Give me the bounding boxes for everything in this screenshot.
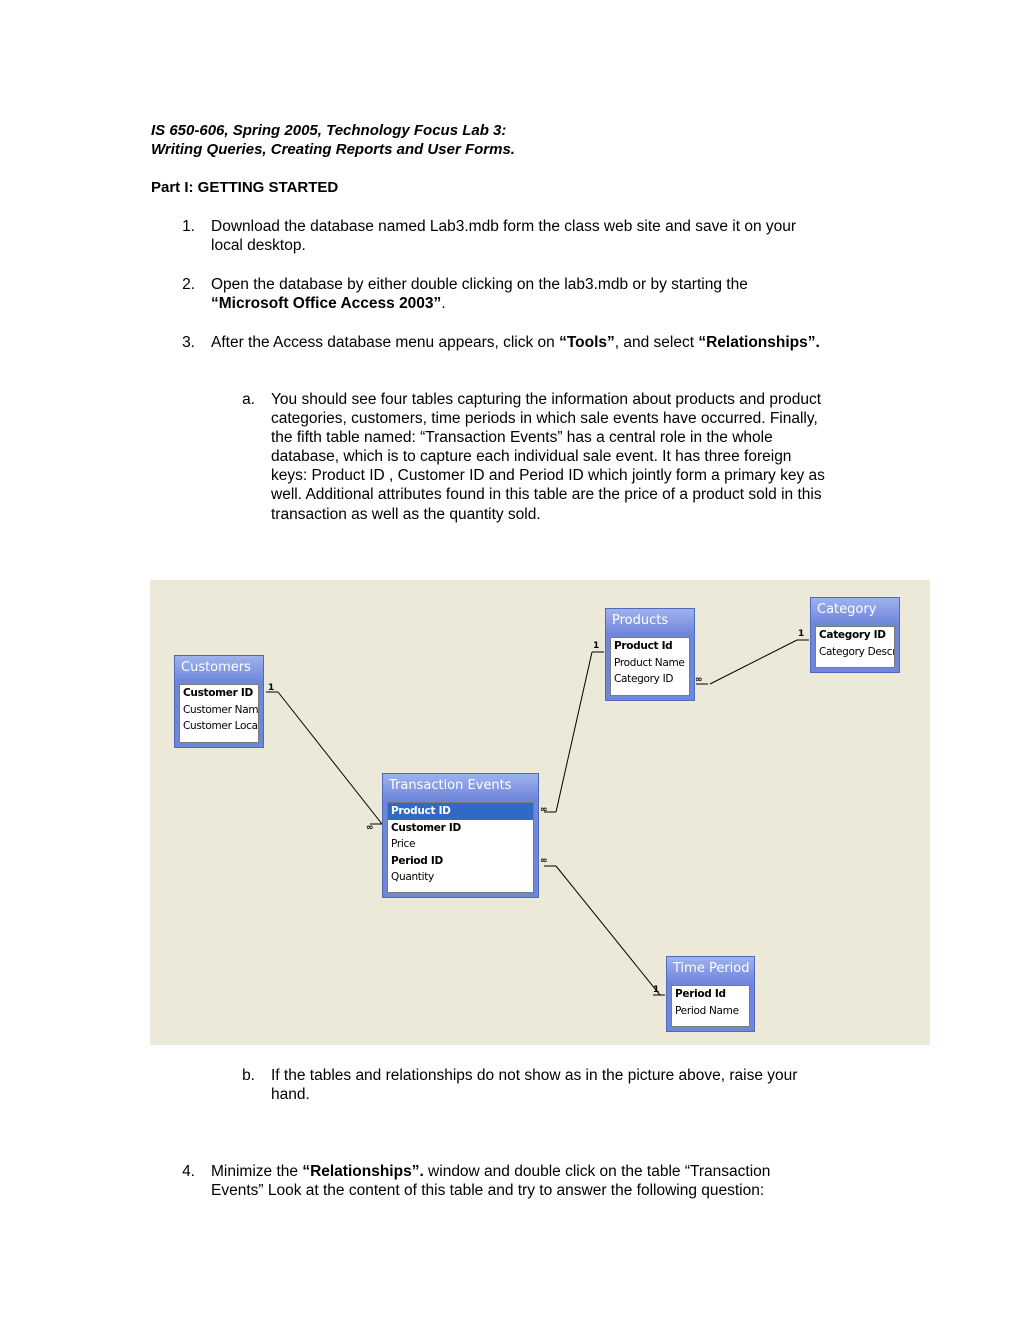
table-title[interactable]: Category bbox=[811, 598, 899, 622]
sub-a-line: database, which is to capture each indiv… bbox=[271, 448, 792, 465]
field-period-id[interactable]: Period Id bbox=[675, 988, 726, 1000]
field-product-id[interactable]: Product Id bbox=[614, 640, 673, 652]
table-title[interactable]: Time Period bbox=[667, 957, 754, 981]
cardinality-many: ∞ bbox=[540, 856, 548, 866]
rel-line-customers-transactions bbox=[277, 691, 383, 825]
tools-menu-ref: “Tools” bbox=[559, 334, 615, 351]
field-list[interactable]: Customer ID Customer Name Customer Locat… bbox=[179, 684, 259, 743]
field-customer-id[interactable]: Customer ID bbox=[391, 821, 461, 834]
cardinality-one: 1 bbox=[653, 985, 659, 995]
rel-line-category-products bbox=[709, 639, 798, 685]
step-4-line2: Events” Look at the content of this tabl… bbox=[211, 1182, 765, 1199]
field-product-name[interactable]: Product Name bbox=[614, 656, 685, 669]
part-heading: Part I: GETTING STARTED bbox=[151, 179, 339, 196]
relationships-ref: “Relationships”. bbox=[698, 334, 820, 351]
table-category[interactable]: Category Category ID Category Descrip bbox=[810, 597, 900, 673]
sub-a-line: You should see four tables capturing the… bbox=[271, 391, 822, 408]
step-2-line1: Open the database by either double click… bbox=[211, 276, 748, 293]
step-4-rest: window and double click on the table “Tr… bbox=[423, 1163, 771, 1180]
step-3-mid: , and select bbox=[614, 334, 699, 351]
field-customer-name[interactable]: Customer Name bbox=[183, 703, 258, 716]
cardinality-one: 1 bbox=[268, 683, 274, 693]
sub-a-letter: a. bbox=[242, 391, 255, 408]
field-category-description[interactable]: Category Descrip bbox=[819, 645, 894, 658]
field-customer-id[interactable]: Customer ID bbox=[183, 687, 253, 699]
field-customer-location[interactable]: Customer Locatio bbox=[183, 720, 258, 733]
table-products[interactable]: Products Product Id Product Name Categor… bbox=[605, 608, 695, 701]
field-list[interactable]: Product Id Product Name Category ID bbox=[610, 637, 690, 696]
field-category-id[interactable]: Category ID bbox=[614, 673, 674, 686]
step-4-number: 4. bbox=[182, 1163, 195, 1180]
doc-title-line2: Writing Queries, Creating Reports and Us… bbox=[151, 141, 515, 158]
sub-a-line: well. Additional attributes found in thi… bbox=[271, 486, 822, 503]
cardinality-many: ∞ bbox=[366, 823, 374, 833]
relationships-diagram: 1 ∞ 1 ∞ 1 ∞ ∞ 1 Customers Customer ID Cu… bbox=[150, 580, 930, 1045]
field-product-id[interactable]: Product ID bbox=[388, 803, 533, 820]
rel-line-products-transactions bbox=[555, 651, 593, 813]
doc-title-line1: IS 650-606, Spring 2005, Technology Focu… bbox=[151, 122, 507, 139]
cardinality-many: ∞ bbox=[540, 805, 548, 815]
sub-b-letter: b. bbox=[242, 1067, 255, 1084]
field-period-id[interactable]: Period ID bbox=[391, 854, 443, 867]
cardinality-many: ∞ bbox=[695, 675, 703, 685]
step-4-pre: Minimize the bbox=[211, 1163, 303, 1180]
table-transaction-events[interactable]: Transaction Events Product ID Customer I… bbox=[382, 773, 539, 898]
rel-line-transactions-timeperiod bbox=[555, 865, 661, 996]
table-title[interactable]: Customers bbox=[175, 656, 263, 680]
field-list[interactable]: Category ID Category Descrip bbox=[815, 626, 895, 668]
sub-b-line1: If the tables and relationships do not s… bbox=[271, 1067, 798, 1084]
step-2-number: 2. bbox=[182, 276, 195, 293]
relationship-lines: 1 ∞ 1 ∞ 1 ∞ ∞ 1 bbox=[266, 629, 809, 996]
sub-a-line: categories, customers, time periods in w… bbox=[271, 410, 818, 427]
sub-a-line: keys: Product ID , Customer ID and Perio… bbox=[271, 467, 825, 484]
relationships-window-ref: “Relationships”. bbox=[302, 1163, 424, 1180]
step-1-line1: Download the database named Lab3.mdb for… bbox=[211, 218, 797, 235]
step-1-line2: local desktop. bbox=[211, 237, 306, 254]
step-1-number: 1. bbox=[182, 218, 195, 235]
step-4-line1: Minimize the “Relationships”. window and… bbox=[211, 1162, 770, 1182]
sub-a-line: the fifth table named: “Transaction Even… bbox=[271, 429, 773, 446]
cardinality-one: 1 bbox=[593, 641, 599, 651]
table-time-period[interactable]: Time Period Period Id Period Name bbox=[666, 956, 755, 1032]
field-price[interactable]: Price bbox=[391, 838, 416, 851]
cardinality-one: 1 bbox=[798, 629, 804, 639]
field-period-name[interactable]: Period Name bbox=[675, 1004, 739, 1017]
field-list[interactable]: Period Id Period Name bbox=[671, 985, 750, 1027]
access-app-name: “Microsoft Office Access 2003” bbox=[211, 295, 442, 312]
step-2-tail: . bbox=[441, 295, 446, 312]
step-3-pre: After the Access database menu appears, … bbox=[211, 334, 560, 351]
step-2-line2: “Microsoft Office Access 2003”. bbox=[211, 294, 446, 314]
sub-a-line: transaction as well as the quantity sold… bbox=[271, 506, 541, 523]
step-3-number: 3. bbox=[182, 334, 195, 351]
field-list[interactable]: Product ID Customer ID Price Period ID Q… bbox=[387, 802, 534, 893]
table-title[interactable]: Transaction Events bbox=[383, 774, 538, 798]
field-quantity[interactable]: Quantity bbox=[391, 871, 434, 884]
table-title[interactable]: Products bbox=[606, 609, 694, 633]
field-category-id[interactable]: Category ID bbox=[819, 629, 886, 641]
table-customers[interactable]: Customers Customer ID Customer Name Cust… bbox=[174, 655, 264, 748]
sub-b-line2: hand. bbox=[271, 1086, 310, 1103]
step-3-line1: After the Access database menu appears, … bbox=[211, 333, 820, 353]
